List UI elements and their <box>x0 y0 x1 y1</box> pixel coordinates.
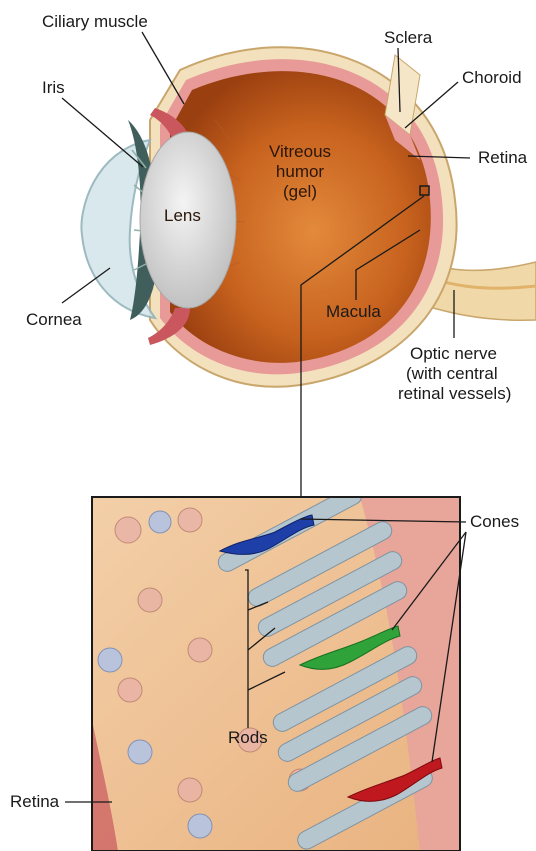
label-optic-line2: (with central <box>406 364 498 384</box>
label-retina-top: Retina <box>478 148 527 168</box>
label-vitreous-line2: humor <box>260 162 340 182</box>
label-macula: Macula <box>326 302 381 322</box>
label-cornea: Cornea <box>26 310 82 330</box>
iris-leader <box>62 98 143 167</box>
label-optic-line1: Optic nerve <box>410 344 497 364</box>
label-vitreous-line1: Vitreous <box>260 142 340 162</box>
ciliary-leader <box>142 32 184 104</box>
label-retina-bottom: Retina <box>10 792 59 812</box>
label-ciliary-muscle: Ciliary muscle <box>42 12 148 32</box>
label-optic-line3: retinal vessels) <box>398 384 511 404</box>
label-rods: Rods <box>228 728 268 748</box>
label-choroid: Choroid <box>462 68 522 88</box>
label-cones: Cones <box>470 512 519 532</box>
label-sclera: Sclera <box>384 28 432 48</box>
label-iris: Iris <box>42 78 65 98</box>
label-vitreous-line3: (gel) <box>260 182 340 202</box>
label-lens: Lens <box>164 206 201 226</box>
